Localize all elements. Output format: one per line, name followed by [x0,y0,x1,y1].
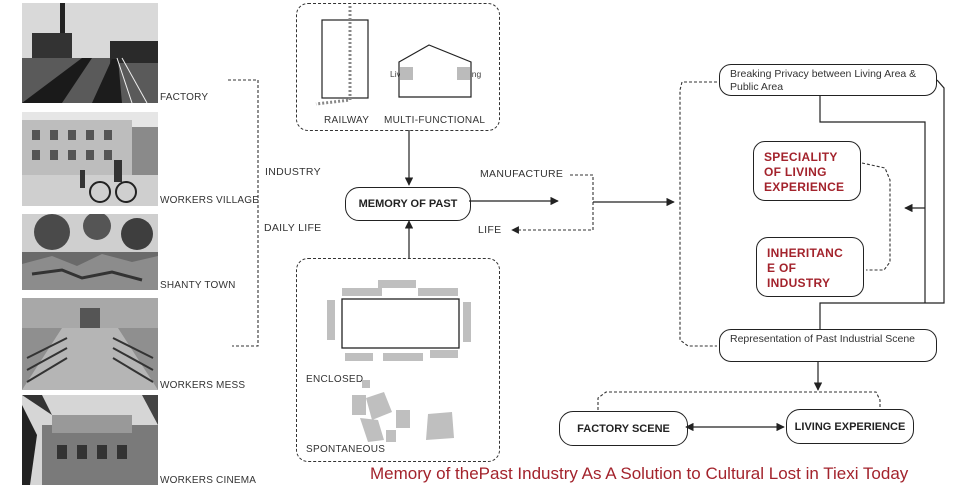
living-experience-node: LIVING EXPERIENCE [786,409,914,444]
living-left-label: Living [390,69,413,79]
shanty-town-photo [22,214,158,290]
industry-label: INDUSTRY [265,166,321,178]
workers-mess-caption: WORKERS MESS [160,380,246,391]
factory-caption: FACTORY [160,92,209,103]
inheritance-node: INHERITANC E OF INDUSTRY [756,237,864,297]
spontaneous-label: SPONTANEOUS [306,444,386,455]
workers-cinema-photo [22,395,158,485]
top-typology-box [296,3,500,131]
diagram-title: Memory of thePast Industry As A Solution… [370,464,909,483]
factory-photo [22,3,158,103]
shanty-town-caption: SHANTY TOWN [160,280,236,291]
breaking-privacy-note: Breaking Privacy between Living Area & P… [719,64,937,96]
railway-label: RAILWAY [324,115,370,126]
living-right-label: Living [459,69,482,79]
representation-note: Representation of Past Industrial Scene [719,329,937,362]
speciality-node: SPECIALITY OF LIVING EXPERIENCE [753,141,861,201]
enclosed-label: ENCLOSED [306,374,364,385]
multi-functional-label: MULTI-FUNCTIONAL [384,115,486,126]
workers-village-photo [22,112,158,206]
workers-village-caption: WORKERS VILLAGE [160,195,260,206]
workers-mess-photo [22,298,158,390]
daily-life-label: DAILY LIFE [264,222,322,234]
memory-of-past-node: MEMORY OF PAST [345,187,471,221]
workers-cinema-caption: WORKERS CINEMA [160,475,257,486]
factory-scene-node: FACTORY SCENE [559,411,688,446]
bottom-typology-box [296,258,500,462]
manufacture-label: MANUFACTURE [480,168,564,180]
life-label: LIFE [478,224,502,236]
